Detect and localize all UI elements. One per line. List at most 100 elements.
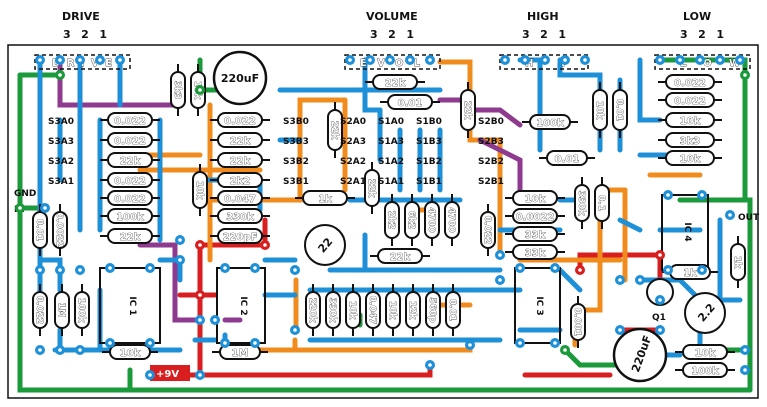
pad-59 bbox=[725, 210, 735, 220]
switch-s2a-0: S2A0 bbox=[340, 117, 366, 127]
switch-s3a-0: S3A0 bbox=[48, 117, 74, 127]
pad-54 bbox=[615, 325, 625, 335]
switch-s2b-3: S2B1 bbox=[478, 177, 504, 187]
resistor-tone-100k: 100k bbox=[522, 114, 578, 130]
cap-220uf-top bbox=[212, 50, 268, 106]
svg-text:0.001: 0.001 bbox=[572, 308, 582, 336]
resistor-6k2-center: 6k2 bbox=[404, 194, 420, 246]
svg-text:0.022: 0.022 bbox=[114, 176, 146, 187]
mid-component-0: 0.022 bbox=[210, 112, 270, 128]
svg-text:560p: 560p bbox=[427, 297, 437, 323]
cap-tone-0-01: 0.01 bbox=[539, 150, 595, 166]
pad-14 bbox=[580, 55, 590, 65]
cap-2-2uf bbox=[684, 292, 726, 334]
pad-supply-0 bbox=[195, 240, 205, 250]
svg-text:220k: 220k bbox=[307, 298, 317, 324]
drive-component-5: 100k bbox=[100, 208, 160, 224]
svg-text:100k: 100k bbox=[691, 366, 719, 377]
svg-text:22k: 22k bbox=[329, 121, 339, 141]
transistor-q1-label: Q1 bbox=[652, 313, 666, 323]
cap-220uf-top-label: 220uF bbox=[221, 72, 259, 85]
pad-43 bbox=[175, 255, 185, 265]
pad-ground-3 bbox=[15, 203, 25, 213]
ic3-label: IC 3 bbox=[534, 296, 544, 315]
pad-8 bbox=[405, 55, 415, 65]
switch-s1a-3: S1A1 bbox=[378, 177, 404, 187]
resistor-100k-left: 100k bbox=[74, 284, 90, 336]
bottom-row-component-3: 0.047 bbox=[365, 284, 381, 336]
pot-low-label: LOW bbox=[680, 58, 740, 69]
mid-component-3: 2k2 bbox=[210, 172, 270, 188]
svg-text:33k: 33k bbox=[525, 248, 546, 259]
pad-6 bbox=[365, 55, 375, 65]
svg-text:0.01: 0.01 bbox=[614, 99, 624, 121]
pad-36 bbox=[515, 338, 525, 348]
pad-21 bbox=[55, 265, 65, 275]
switch-s1b-2: S1B2 bbox=[416, 157, 442, 167]
svg-text:3k3: 3k3 bbox=[172, 81, 182, 100]
svg-text:0.1: 0.1 bbox=[596, 195, 606, 211]
resistor-1m-left: 1M bbox=[54, 284, 70, 336]
svg-text:0.0022: 0.0022 bbox=[516, 212, 555, 223]
svg-text:10k: 10k bbox=[525, 194, 546, 205]
svg-text:12k: 12k bbox=[407, 301, 417, 321]
header-drive-pins: 3 2 1 bbox=[63, 28, 107, 41]
bottom-row-component-0: 220k bbox=[305, 284, 321, 336]
pad-24 bbox=[55, 345, 65, 355]
right-stack-component-2: 33k bbox=[505, 226, 565, 242]
pad-53 bbox=[655, 295, 665, 305]
svg-text:1k: 1k bbox=[683, 268, 697, 279]
pad-0 bbox=[35, 55, 45, 65]
pad-10 bbox=[500, 55, 510, 65]
io-gnd-label: GND bbox=[14, 189, 36, 199]
drive-component-0: 0.022 bbox=[100, 112, 160, 128]
ic1-label: IC 1 bbox=[127, 296, 137, 315]
svg-text:0.01: 0.01 bbox=[34, 219, 44, 241]
pad-61 bbox=[195, 370, 205, 380]
bottom-row-component-7: 0.01 bbox=[445, 284, 461, 336]
pad-19 bbox=[735, 55, 745, 65]
switch-s3b-3: S3B1 bbox=[283, 177, 309, 187]
resistor-10k-drive: 10k bbox=[192, 164, 208, 216]
svg-text:22k: 22k bbox=[390, 252, 411, 263]
low-component-4: 10k bbox=[658, 150, 722, 166]
resistor-3k3-vertical: 3k3 bbox=[170, 64, 186, 116]
ic2-label: IC 2 bbox=[238, 296, 248, 315]
svg-text:2k2: 2k2 bbox=[386, 211, 396, 230]
resistor-ic2: 1M bbox=[212, 344, 268, 360]
ic4-label: IC 4 bbox=[682, 222, 692, 241]
low-component-2: 10k bbox=[658, 112, 722, 128]
resistor-vol-vertical: 22k bbox=[327, 102, 343, 158]
right-stack-component-3: 33k bbox=[505, 244, 565, 260]
resistor-1k-mid: 1k bbox=[295, 190, 355, 206]
svg-text:0.022: 0.022 bbox=[674, 96, 706, 107]
pad-5 bbox=[345, 55, 355, 65]
header-drive: DRIVE bbox=[62, 10, 100, 23]
drive-component-2: 22k bbox=[100, 152, 160, 168]
pad-16 bbox=[675, 55, 685, 65]
switch-s2a-2: S2A2 bbox=[340, 157, 366, 167]
low-component-1: 0.022 bbox=[658, 92, 722, 108]
switch-s3a-1: S3A3 bbox=[48, 137, 74, 147]
switch-s1a-0: S1A0 bbox=[378, 117, 404, 127]
pad-63 bbox=[465, 340, 475, 350]
pad-37 bbox=[550, 338, 560, 348]
switch-s2b-0: S2B0 bbox=[478, 117, 504, 127]
bottom-row-component-2: 10k bbox=[345, 284, 361, 336]
pad-supply-1 bbox=[260, 240, 270, 250]
pad-38 bbox=[663, 190, 673, 200]
pad-30 bbox=[220, 263, 230, 273]
cap-0-01-left: 0.01 bbox=[32, 204, 48, 256]
svg-text:100k: 100k bbox=[116, 212, 144, 223]
switch-s1b-3: S1B1 bbox=[416, 177, 442, 187]
pad-31 bbox=[250, 263, 260, 273]
pad-ground-2 bbox=[740, 70, 750, 80]
pad-39 bbox=[697, 190, 707, 200]
low-component-3: 3k3 bbox=[658, 132, 722, 148]
pad-47 bbox=[290, 265, 300, 275]
pad-4 bbox=[115, 55, 125, 65]
resistor-2k2-center: 2k2 bbox=[384, 194, 400, 246]
svg-text:0.0022: 0.0022 bbox=[54, 213, 64, 248]
